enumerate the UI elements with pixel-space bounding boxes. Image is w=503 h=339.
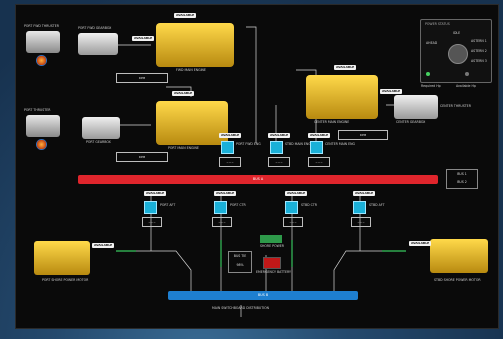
battery-icon	[263, 257, 281, 269]
bus-readout-1: BUS 1	[457, 172, 467, 176]
lower-breaker-4-switch[interactable]	[353, 201, 366, 214]
port-fwd-thruster[interactable]	[26, 31, 60, 53]
lower-breaker-2-switch[interactable]	[214, 201, 227, 214]
center-thruster-label: CENTER THRUSTER	[440, 104, 471, 108]
bottom-caption: MAIN SWITCHBOARD DISTRIBUTION	[212, 306, 270, 310]
selector-knob[interactable]	[448, 44, 468, 64]
right-motor-label: STBD SHORE POWER MOTOR	[434, 278, 481, 282]
port-aft-thruster-label: PORT THRUSTER	[24, 108, 51, 112]
mode-astern-1[interactable]: ASTERN 1	[471, 39, 487, 43]
right-motor-status: AVAILABLE	[409, 241, 432, 246]
required-hp-label: Required Hp	[421, 84, 441, 88]
port-aft-thruster-flame-icon	[36, 139, 47, 150]
hmi-screen: POWER STATUS IDLE AHEAD ASTERN 1 ASTERN …	[15, 4, 499, 329]
bus-readout-2: BUS 2	[457, 180, 467, 184]
left-motor-label: PORT SHORE POWER MOTOR	[42, 278, 89, 282]
port-fwd-gearbox[interactable]	[78, 33, 118, 55]
upper-breaker-2-status: AVAILABLE	[268, 133, 291, 138]
lower-bus-label: BUS B	[257, 293, 269, 297]
port-fwd-thruster-label: PORT FWD THRUSTER	[24, 24, 59, 28]
port-aft-gearbox-label: PORT GEARBOX	[86, 140, 111, 144]
center-gearbox-status: AVAILABLE	[380, 89, 403, 94]
mode-idle[interactable]: IDLE	[453, 31, 461, 35]
center-engine[interactable]	[306, 75, 378, 119]
main-bus[interactable]: BUS A	[78, 175, 438, 184]
port-fwd-gearbox-status: AVAILABLE	[132, 36, 155, 41]
lower-breaker-2-status: AVAILABLE	[214, 191, 237, 196]
status-led-green	[426, 72, 430, 76]
lower-bus[interactable]: BUS B	[168, 291, 358, 300]
lower-breaker-2-label: PORT CTR	[230, 203, 246, 207]
bus-readout: BUS 1 BUS 2	[446, 169, 478, 189]
port-aft-engine-status: AVAILABLE	[172, 91, 195, 96]
port-fwd-engine-label: FWD MAIN ENGINE	[176, 68, 206, 72]
port-fwd-engine-status: AVAILABLE	[174, 13, 197, 18]
upper-breaker-2-switch[interactable]	[270, 141, 283, 154]
center-engine-status: AVAILABLE	[334, 65, 357, 70]
port-aft-gearbox[interactable]	[82, 117, 120, 139]
upper-breaker-3-readout: ~~~	[308, 157, 330, 167]
battery-status: BUS TIE 98%	[228, 251, 252, 273]
upper-breaker-3-label: CENTER MAIN ENG	[325, 142, 355, 146]
battery-percent: 98%	[236, 263, 244, 267]
upper-breaker-1-label: PORT FWD ENG	[236, 142, 261, 146]
upper-breaker-3-switch[interactable]	[310, 141, 323, 154]
lower-breaker-1-label: PORT AFT	[160, 203, 176, 207]
main-bus-label: BUS A	[252, 177, 264, 181]
upper-breaker-1-switch[interactable]	[221, 141, 234, 154]
lower-breaker-4-status: AVAILABLE	[353, 191, 376, 196]
lower-breaker-1-status: AVAILABLE	[144, 191, 167, 196]
center-gearbox-label: CENTER GEARBOX	[396, 120, 426, 124]
center-engine-label: CENTER MAIN ENGINE	[314, 120, 350, 124]
center-rpm-box: RPM	[338, 130, 388, 140]
mode-ahead[interactable]: AHEAD	[426, 41, 438, 45]
battery-status-title: BUS TIE	[233, 254, 247, 258]
lower-breaker-2-readout: ~~~	[212, 217, 232, 227]
lower-breaker-1-switch[interactable]	[144, 201, 157, 214]
port-fwd-gearbox-label: PORT FWD GEARBOX	[78, 26, 112, 30]
right-motor[interactable]	[430, 239, 488, 273]
lower-breaker-3-label: STBD CTR	[301, 203, 318, 207]
power-status-title: POWER STATUS	[425, 22, 450, 26]
lower-breaker-3-readout: ~~~	[283, 217, 303, 227]
port-fwd-rpm-box: RPM	[116, 73, 168, 83]
upper-breaker-2-label: STBD MAIN ENG	[285, 142, 311, 146]
mode-astern-3[interactable]: ASTERN 3	[471, 59, 487, 63]
lower-breaker-4-label: STBD AFT	[369, 203, 385, 207]
lower-breaker-3-switch[interactable]	[285, 201, 298, 214]
shore-power-indicator[interactable]	[260, 235, 282, 243]
port-fwd-engine[interactable]	[156, 23, 234, 67]
port-aft-engine-label: PORT MAIN ENGINE	[168, 146, 199, 150]
port-fwd-thruster-flame-icon	[36, 55, 47, 66]
upper-breaker-1-status: AVAILABLE	[219, 133, 242, 138]
left-motor[interactable]	[34, 241, 90, 275]
left-motor-status: AVAILABLE	[92, 243, 115, 248]
power-status-panel: POWER STATUS IDLE AHEAD ASTERN 1 ASTERN …	[420, 19, 492, 83]
lower-breaker-1-readout: ~~~	[142, 217, 162, 227]
battery-label: EMERGENCY BATTERY	[256, 270, 291, 274]
status-led-grey	[465, 72, 469, 76]
mode-astern-2[interactable]: ASTERN 2	[471, 49, 487, 53]
port-aft-engine[interactable]	[156, 101, 228, 145]
upper-breaker-2-readout: ~~~	[268, 157, 290, 167]
center-gearbox[interactable]	[394, 95, 438, 119]
port-aft-thruster[interactable]	[26, 115, 60, 137]
upper-breaker-1-readout: ~~~	[219, 157, 241, 167]
port-aft-rpm-box: RPM	[116, 152, 168, 162]
available-hp-label: Available Hp	[456, 84, 476, 88]
lower-breaker-4-readout: ~~~	[351, 217, 371, 227]
upper-breaker-3-status: AVAILABLE	[308, 133, 331, 138]
shore-power-label: SHORE POWER	[260, 244, 284, 248]
lower-breaker-3-status: AVAILABLE	[285, 191, 308, 196]
